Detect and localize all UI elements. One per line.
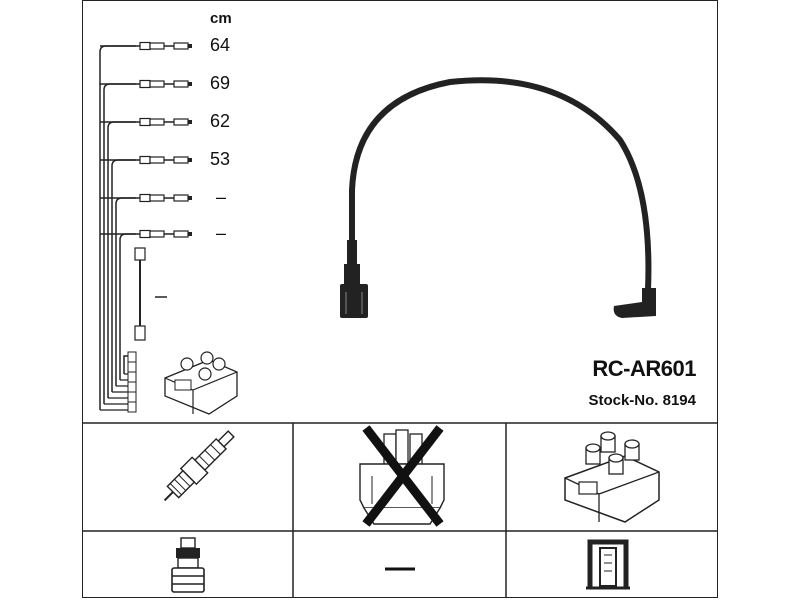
diagram-sheet	[82, 0, 718, 598]
distributor-cap-crossed-icon	[359, 425, 445, 527]
unit-label: cm	[210, 10, 232, 27]
part-number: RC-AR601	[592, 356, 696, 381]
lead-length-4: 53	[210, 149, 231, 169]
lead-length-3: 62	[210, 111, 231, 131]
spark-plug-icon	[163, 430, 235, 502]
lead-length-1: 64	[210, 35, 231, 55]
lead-length-5: –	[216, 187, 227, 207]
coil-connector-icon	[586, 539, 630, 590]
lead-length-6: –	[216, 223, 227, 243]
stock-number: Stock-No. 8194	[588, 392, 696, 409]
ignition-lead-drawing	[340, 77, 656, 318]
coil-pack-icon	[564, 431, 660, 523]
lead-bundle-diagram	[99, 41, 238, 415]
plug-boot-icon	[171, 537, 205, 593]
lead-length-2: 69	[210, 73, 231, 93]
